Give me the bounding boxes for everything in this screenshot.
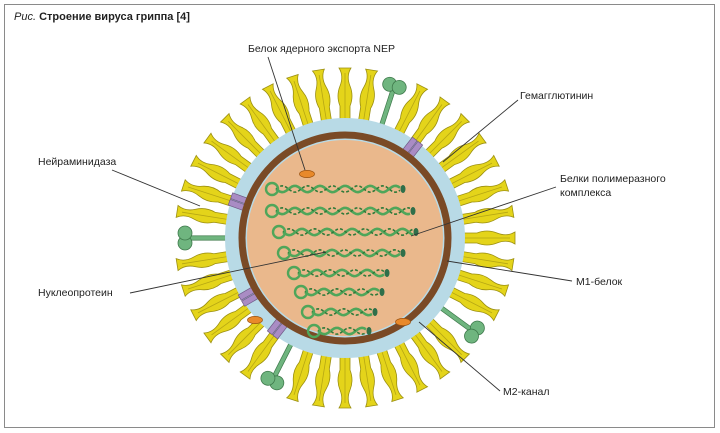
leader-m2 [418, 321, 501, 392]
hemagglutinin-spike [422, 112, 471, 161]
nucleoprotein-strand [286, 265, 390, 281]
nep-protein [299, 170, 315, 178]
figure-caption: Рис. Строение вируса гриппа [4] [14, 11, 190, 23]
hemagglutinin-spike [408, 328, 451, 380]
caption-prefix: Рис. [14, 11, 37, 23]
nep-protein [395, 318, 411, 326]
label-nucleoprotein: Нуклеопротеин [38, 287, 113, 299]
label-hemagglutinin: Гемагглютинин [520, 90, 594, 102]
hemagglutinin-spike [375, 346, 405, 403]
neuraminidase-spike [177, 225, 230, 251]
nucleoprotein-strand [300, 304, 378, 320]
neuraminidase-spike [260, 339, 295, 391]
hemagglutinin-spike [175, 250, 232, 272]
label-neuraminidase: Нейраминидаза [38, 156, 117, 168]
hemagglutinin-spike [460, 230, 516, 246]
surface-glycoproteins [175, 67, 516, 409]
hemagglutinin-spike [180, 178, 237, 208]
hemagglutinin-spike [337, 67, 353, 123]
hemagglutinin-spike [261, 83, 298, 138]
leader-hemagglutinin [442, 99, 519, 163]
m1-matrix-layer [238, 131, 452, 345]
hemagglutinin-spike [357, 68, 379, 125]
leader-m1 [446, 260, 573, 282]
label-polymerase-line1: Белки полимеразного [560, 173, 666, 185]
hemagglutinin-spike [422, 315, 471, 364]
hemagglutinin-spike [219, 112, 268, 161]
nucleoprotein-strand [306, 323, 372, 339]
nep-protein [247, 316, 263, 324]
hemagglutinin-spike [337, 353, 353, 409]
nucleoprotein-strand [264, 203, 416, 219]
label-m2: М2-канал [503, 386, 550, 398]
leader-lines [111, 56, 573, 392]
label-polymerase-line2: комплекса [560, 187, 612, 199]
nucleoprotein-segments [264, 181, 419, 339]
hemagglutinin-spike [453, 178, 510, 208]
hemagglutinin-spike [445, 285, 500, 322]
hemagglutinin-spike [311, 68, 333, 125]
hemagglutinin-spike [180, 268, 237, 298]
nep-proteins [247, 170, 411, 326]
hemagglutinin-spike [285, 73, 315, 130]
leader-nep [267, 56, 306, 171]
leader-neuraminidase [111, 169, 201, 207]
hemagglutinin-spike [311, 351, 333, 408]
hemagglutinin-spike [239, 328, 282, 380]
hemagglutinin-spike [458, 204, 515, 226]
hemagglutinin-spike [408, 96, 451, 148]
hemagglutinin-spike [190, 154, 245, 191]
hemagglutinin-spike [357, 351, 379, 408]
hemagglutinin-spike [203, 301, 255, 344]
label-nep: Белок ядерного экспорта NEP [248, 43, 395, 55]
nucleoprotein-strand [264, 181, 406, 197]
hemagglutinin-spike [190, 285, 245, 322]
neuraminidase-spike [437, 303, 485, 344]
hemagglutinin-spike [392, 83, 429, 138]
hemagglutinin-spike [219, 315, 268, 364]
caption-title: Строение вируса гриппа [4] [39, 11, 190, 23]
leader-polymerase [410, 186, 557, 237]
figure-frame [4, 4, 715, 428]
hemagglutinin-spike [203, 132, 255, 175]
hemagglutinin-spike [458, 250, 515, 272]
label-m1: М1-белок [576, 276, 623, 288]
nucleoprotein-strand [293, 284, 385, 300]
hemagglutinin-spike [175, 204, 232, 226]
leader-nucleoprotein [129, 251, 327, 294]
hemagglutinin-spike [453, 268, 510, 298]
hemagglutinin-spike [285, 346, 315, 403]
hemagglutinin-spike [445, 154, 500, 191]
hemagglutinin-spike [435, 132, 487, 175]
hemagglutinin-spike [239, 96, 282, 148]
hemagglutinin-spike [392, 338, 429, 393]
